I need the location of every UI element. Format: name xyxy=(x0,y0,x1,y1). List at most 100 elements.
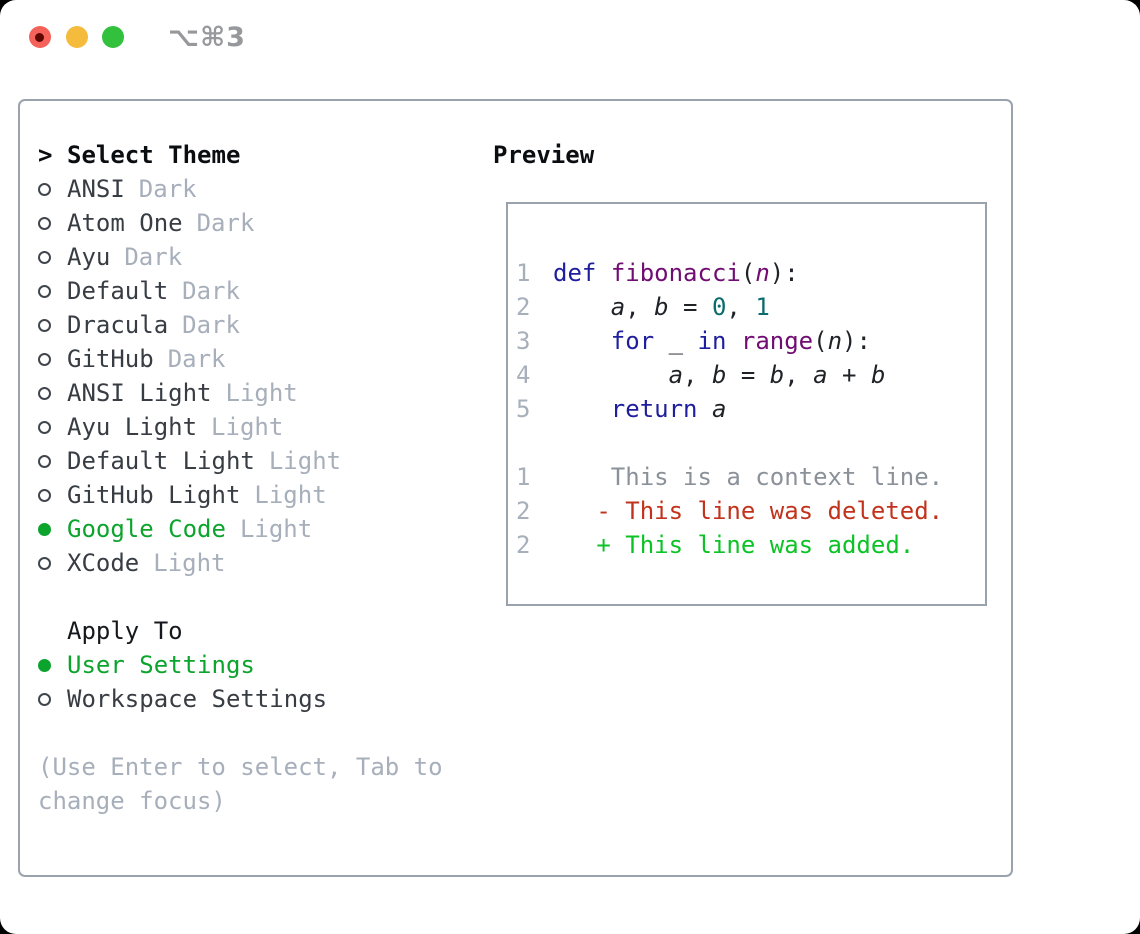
line-number: 1 xyxy=(516,463,531,491)
item-variant-tag: Dark xyxy=(167,345,226,373)
token-pl xyxy=(726,327,740,355)
line-number: 2 xyxy=(516,497,531,525)
select-theme-title: Select Theme xyxy=(67,141,241,169)
token-pl: , xyxy=(625,293,655,321)
token-fn: range xyxy=(740,327,814,355)
token-fn: fibonacci xyxy=(610,259,741,287)
radio-unselected-icon xyxy=(38,182,51,196)
token-var: b xyxy=(654,293,669,321)
code-content: a, b = 0, 1 xyxy=(553,293,770,321)
token-var: b xyxy=(870,361,886,389)
line-number: 4 xyxy=(516,361,531,389)
code-line: 5 return a xyxy=(508,392,985,426)
marker-slot xyxy=(38,386,67,400)
token-pl xyxy=(654,327,668,355)
marker-slot xyxy=(38,352,67,366)
item-label: Default xyxy=(67,277,169,305)
token-param: n xyxy=(755,259,770,287)
code-content: a, b = b, a + b xyxy=(553,361,886,389)
radio-unselected-icon xyxy=(38,454,51,468)
code-content: for _ in range(n): xyxy=(553,327,871,355)
code-content: def fibonacci(n): xyxy=(553,259,799,287)
keyboard-hint: (Use Enter to select, Tab to change focu… xyxy=(38,753,443,815)
diff-text: - This line was deleted. xyxy=(553,497,944,525)
token-pl xyxy=(553,361,669,389)
radio-unselected-icon xyxy=(38,318,51,332)
code-content: return a xyxy=(553,395,727,423)
diff-text: This is a context line. xyxy=(553,463,944,491)
marker-slot xyxy=(38,658,67,672)
apply-option-user-settings[interactable]: User Settings xyxy=(38,648,468,682)
radio-unselected-icon xyxy=(38,556,51,570)
zoom-button[interactable] xyxy=(102,26,124,48)
item-variant-tag: Light xyxy=(268,447,342,475)
marker-slot xyxy=(38,556,67,570)
theme-item-dracula[interactable]: Dracula Dark xyxy=(38,308,468,342)
item-label: Atom One xyxy=(67,209,183,237)
token-lit: 0 xyxy=(711,293,727,321)
token-pl xyxy=(553,327,611,355)
item-variant-tag: Dark xyxy=(182,277,240,305)
token-pl xyxy=(698,395,712,423)
theme-item-google-code[interactable]: Google Code Light xyxy=(38,512,468,546)
item-label: Google Code xyxy=(67,515,226,543)
theme-item-ayu-light[interactable]: Ayu Light Light xyxy=(38,410,468,444)
token-var: n xyxy=(827,327,843,355)
item-label: Dracula xyxy=(67,311,169,339)
radio-unselected-icon xyxy=(38,420,51,434)
diff-text: + This line was added. xyxy=(553,531,915,559)
token-pl: ( xyxy=(813,327,828,355)
prompt-slot: > xyxy=(38,141,67,169)
token-kw: in xyxy=(697,327,727,355)
radio-selected-icon xyxy=(38,658,51,672)
apply-option-workspace-settings[interactable]: Workspace Settings xyxy=(38,682,468,716)
select-theme-header: > Select Theme xyxy=(38,138,468,172)
radio-unselected-icon xyxy=(38,284,51,298)
item-label: XCode xyxy=(67,549,140,577)
marker-slot xyxy=(38,454,67,468)
radio-unselected-icon xyxy=(38,352,51,366)
token-var: b xyxy=(711,361,727,389)
code-line: 3 for _ in range(n): xyxy=(508,324,985,358)
spacer xyxy=(38,580,468,614)
item-variant-tag: Light xyxy=(211,413,284,441)
marker-slot xyxy=(38,692,67,706)
item-variant-tag: Light xyxy=(153,549,226,577)
marker-slot xyxy=(38,216,67,230)
item-label: Ayu Light xyxy=(67,413,198,441)
marker-slot xyxy=(38,284,67,298)
token-pl: ): xyxy=(769,259,799,287)
token-var: b xyxy=(769,361,785,389)
item-label: Workspace Settings xyxy=(67,685,328,713)
token-pl: + xyxy=(827,361,871,389)
minimize-button[interactable] xyxy=(66,26,88,48)
diff-line-added: 2 + This line was added. xyxy=(508,528,985,562)
token-pl: = xyxy=(668,293,712,321)
radio-selected-icon xyxy=(38,522,51,536)
theme-item-xcode[interactable]: XCode Light xyxy=(38,546,468,580)
token-pl xyxy=(596,259,610,287)
theme-item-default[interactable]: Default Dark xyxy=(38,274,468,308)
close-button[interactable] xyxy=(29,26,51,48)
token-var: a xyxy=(668,361,684,389)
token-pl: , xyxy=(726,293,756,321)
item-variant-tag: Light xyxy=(254,481,327,509)
item-variant-tag: Dark xyxy=(124,243,183,271)
marker-slot xyxy=(38,522,67,536)
item-variant-tag: Dark xyxy=(182,311,240,339)
token-kw: return xyxy=(610,395,698,423)
code-line: 2 a, b = 0, 1 xyxy=(508,290,985,324)
item-variant-tag: Light xyxy=(239,515,313,543)
token-pl: , xyxy=(784,361,814,389)
